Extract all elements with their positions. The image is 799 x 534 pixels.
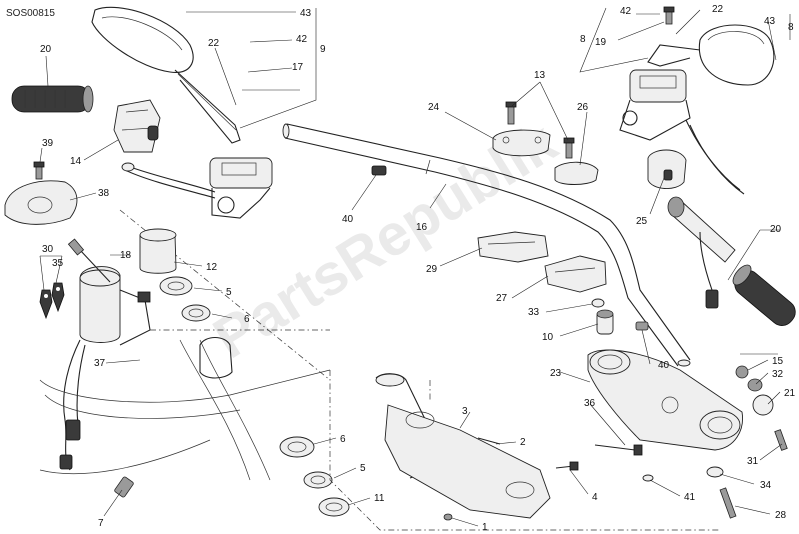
upper-clamp-left (492, 129, 551, 157)
callout-34: 34 (760, 480, 772, 491)
right-mirror (647, 6, 775, 86)
callout-42-right: 42 (620, 6, 632, 17)
callout-26: 26 (577, 102, 589, 113)
callout-43-left: 43 (300, 8, 312, 19)
ignition-switch (67, 238, 151, 346)
damper-21 (735, 365, 774, 416)
callout-36: 36 (584, 398, 596, 409)
callout-29: 29 (426, 264, 438, 275)
handlebar (282, 123, 691, 367)
callout-17: 17 (292, 62, 304, 73)
callout-28: 28 (775, 510, 787, 521)
bolts-13 (505, 101, 575, 159)
callout-10: 10 (542, 332, 554, 343)
right-grip (732, 264, 796, 326)
leader-lines (39, 7, 791, 527)
left-master-cylinder (121, 157, 273, 219)
riser-27 (544, 255, 607, 293)
callout-5-lower: 5 (360, 463, 366, 474)
callout-31: 31 (747, 456, 759, 467)
callout-labels: 43 22 42 9 17 20 14 39 38 30 35 18 12 5 … (40, 4, 796, 533)
plug-40 (371, 165, 387, 176)
callout-6-upper: 6 (244, 314, 250, 325)
top-yoke (587, 349, 743, 451)
callout-30: 30 (42, 244, 54, 255)
callout-22-left: 22 (208, 38, 220, 49)
callout-9: 9 (320, 44, 326, 55)
callout-39: 39 (42, 138, 54, 149)
callout-35: 35 (52, 258, 64, 269)
callout-41: 41 (684, 492, 696, 503)
callout-13: 13 (534, 70, 546, 81)
riser-29 (477, 231, 549, 263)
steering-stem (329, 370, 720, 531)
nut-1 (443, 513, 453, 521)
callout-12: 12 (206, 262, 218, 273)
callout-15: 15 (772, 356, 784, 367)
throttle-tube (667, 196, 736, 309)
callout-21: 21 (784, 388, 796, 399)
callout-32: 32 (772, 369, 784, 380)
callout-6-lower: 6 (340, 434, 346, 445)
callout-18: 18 (120, 250, 132, 261)
callout-3: 3 (462, 406, 468, 417)
callout-20-right: 20 (770, 224, 782, 235)
wiring-harness (59, 339, 134, 498)
callout-27: 27 (496, 293, 508, 304)
washer-41 (642, 474, 654, 482)
callout-37: 37 (94, 358, 106, 369)
callout-33: 33 (528, 307, 540, 318)
callout-40-right: 40 (658, 360, 670, 371)
bolt-31 (774, 429, 788, 451)
bolt-2 (477, 437, 501, 445)
spacer-10 (596, 309, 614, 335)
callout-14: 14 (70, 156, 82, 167)
callout-24: 24 (428, 102, 440, 113)
callout-19: 19 (595, 37, 607, 48)
callout-1: 1 (482, 522, 488, 533)
callout-5-upper: 5 (226, 287, 232, 298)
washer-33 (591, 298, 605, 308)
steering-bearings-lower (279, 436, 350, 517)
callout-2: 2 (520, 437, 526, 448)
callout-25: 25 (636, 216, 648, 227)
callout-38: 38 (98, 188, 110, 199)
bolt-4-head (569, 461, 579, 471)
left-switch (113, 99, 161, 153)
right-master-cylinder (619, 69, 745, 195)
callout-7: 7 (98, 518, 104, 529)
callout-8-right: 8 (788, 22, 794, 33)
bolt-36 (594, 444, 636, 451)
keys (39, 282, 65, 320)
diagram-code: SOS00815 (6, 8, 55, 19)
callout-8-left: 8 (580, 34, 586, 45)
callout-43-right: 43 (764, 16, 776, 27)
left-grip (11, 85, 94, 113)
bolt-28 (719, 487, 737, 519)
right-switch (647, 149, 687, 189)
callout-4: 4 (592, 492, 598, 503)
steering-cup-upper (139, 228, 233, 379)
cover-38 (4, 180, 78, 225)
callout-22-right: 22 (712, 4, 724, 15)
washer-34 (706, 466, 724, 478)
bolt-36-head (633, 444, 643, 456)
callout-16: 16 (416, 222, 428, 233)
callout-40-left: 40 (342, 214, 354, 225)
callout-20-left: 20 (40, 44, 52, 55)
screw-39 (33, 161, 45, 180)
left-mirror (91, 6, 241, 144)
upper-clamp-right (554, 161, 599, 185)
callout-11: 11 (374, 493, 385, 504)
plug-40b (635, 321, 649, 331)
callout-42-left: 42 (296, 34, 308, 45)
callout-23: 23 (550, 368, 562, 379)
